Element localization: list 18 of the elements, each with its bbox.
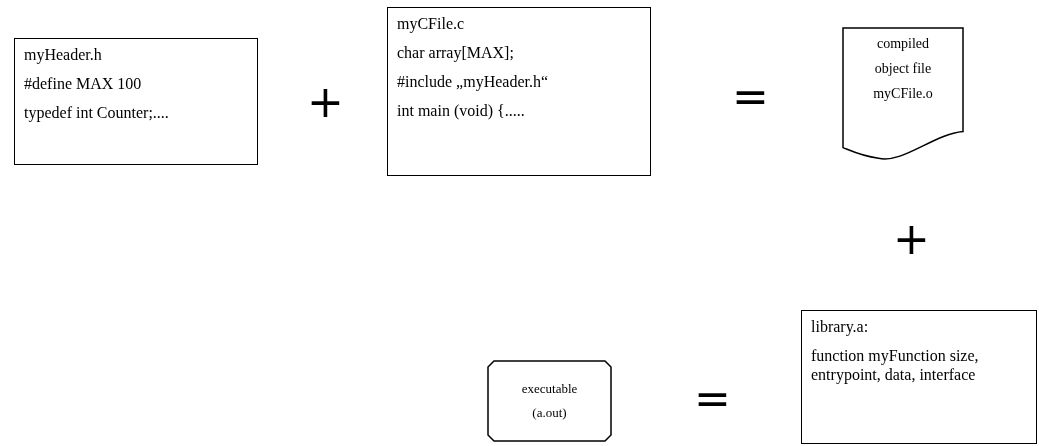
operator-symbol: + — [307, 80, 344, 124]
node-text: myCFile.c — [397, 14, 466, 33]
node-text: myHeader.h — [24, 45, 103, 64]
operator-symbol: + — [893, 217, 930, 261]
node-text: executable (a.out) — [520, 380, 579, 422]
node-text: library.a: — [811, 317, 870, 336]
node-text: compiled object file myCFile.o — [872, 35, 934, 103]
operator-symbol: = — [694, 377, 731, 421]
file-box — [801, 310, 1037, 444]
node-text: typedef int Counter;.... — [24, 103, 170, 122]
file-box — [14, 38, 258, 165]
node-text: int main (void) {..... — [397, 101, 526, 120]
node-text: #include „myHeader.h“ — [397, 72, 550, 91]
node-text: function myFunction size, entrypoint, data, interface — [811, 346, 980, 384]
operator-symbol: = — [732, 75, 769, 119]
file-box — [387, 7, 651, 176]
node-text: char array[MAX]; — [397, 43, 515, 62]
node-text: #define MAX 100 — [24, 74, 143, 93]
